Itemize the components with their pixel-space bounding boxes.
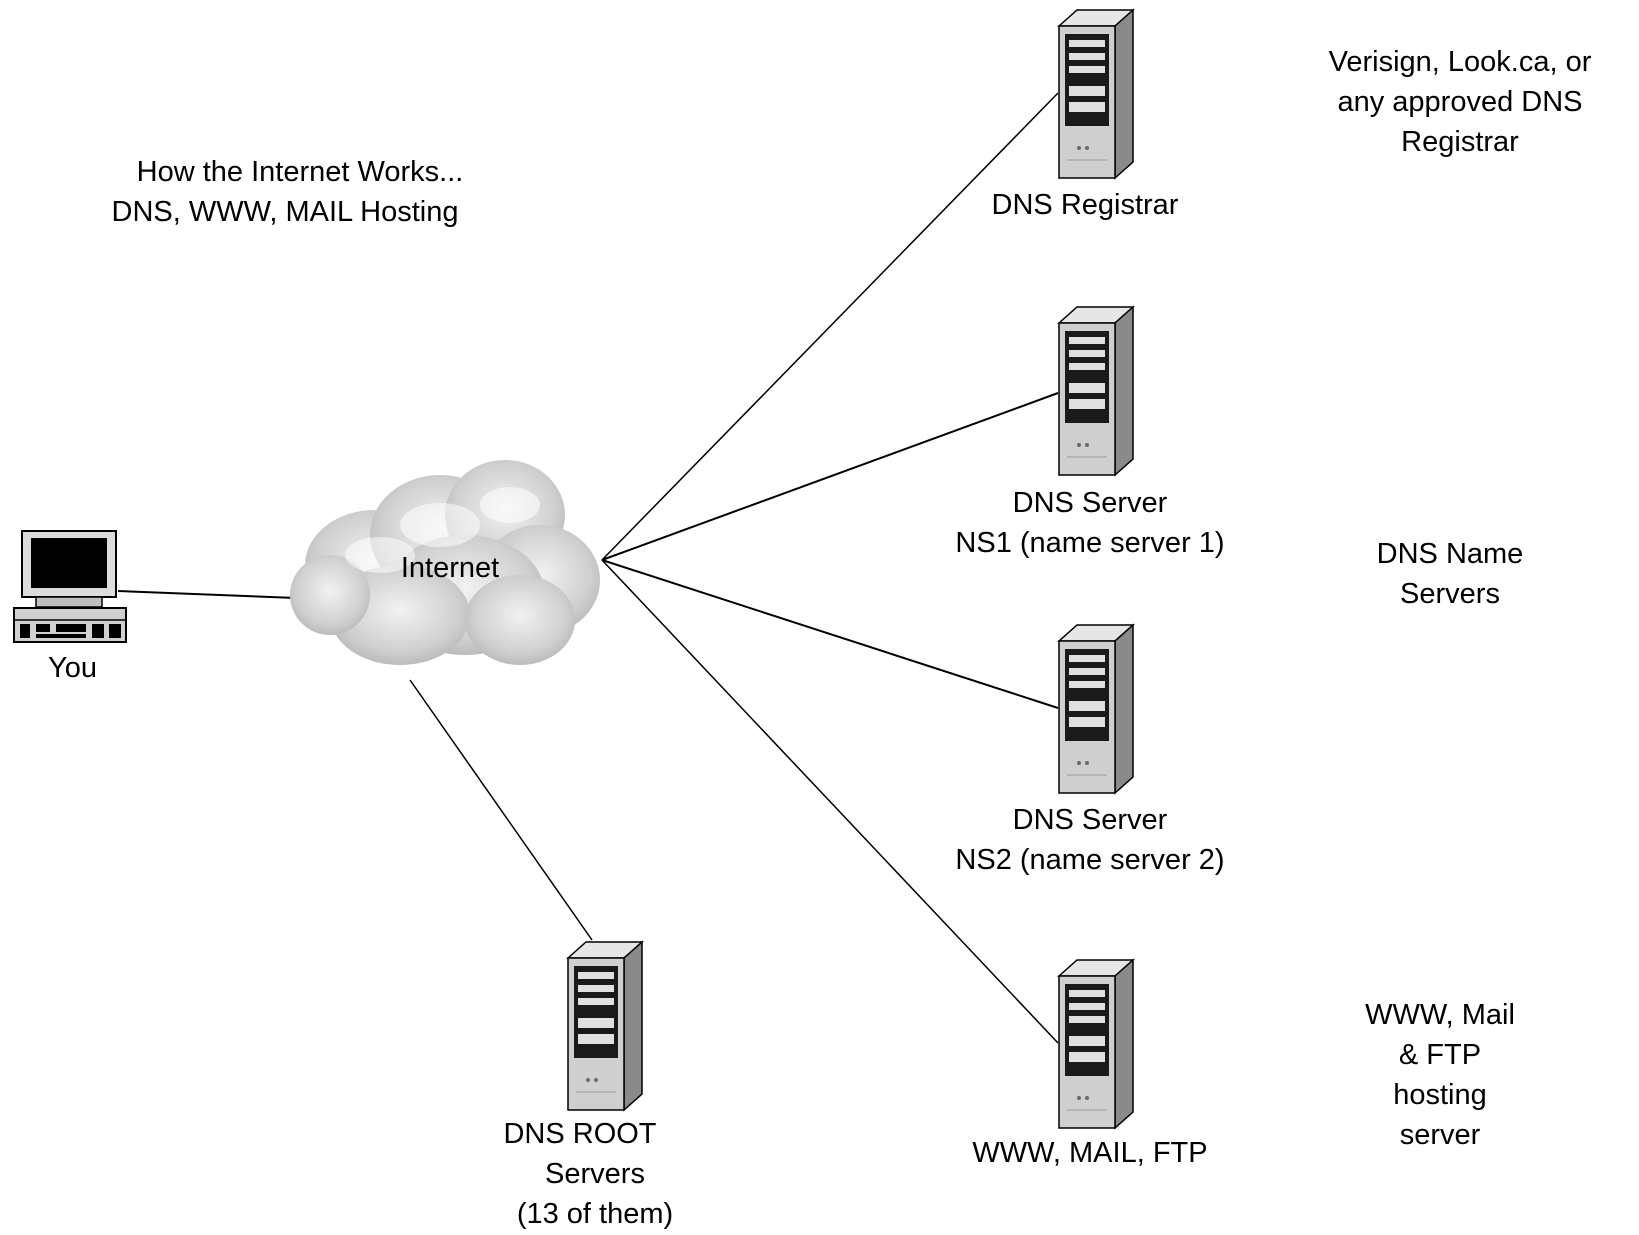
ns2-label: DNS Server NS2 (name server 2) <box>920 800 1260 880</box>
ns1-label-line-1: DNS Server <box>1012 487 1168 519</box>
root-label-line-3: (13 of them) <box>516 1198 674 1230</box>
diagram-title: How the Internet Works... DNS, WWW, MAIL… <box>70 152 500 232</box>
link-internet-root <box>409 679 593 941</box>
hosting-note-line-2: & FTP <box>1398 1039 1482 1071</box>
you-label: You <box>48 652 97 684</box>
root-server-icon <box>566 940 644 1112</box>
name-servers-note: DNS Name Servers <box>1340 534 1560 614</box>
hosting-label: WWW, MAIL, FTP <box>972 1137 1208 1169</box>
hosting-note-line-3: hosting <box>1393 1079 1487 1111</box>
hosting-note-line-4: server <box>1399 1119 1481 1151</box>
server-icon <box>1053 958 1135 1135</box>
registrar-note-line-3: Registrar <box>1401 126 1519 158</box>
name-servers-note-line-2: Servers <box>1400 578 1500 610</box>
root-label-line-1: DNS ROOT <box>503 1118 657 1150</box>
registrar-note: Verisign, Look.ca, or any approved DNS R… <box>1290 42 1630 162</box>
ns1-label: DNS Server NS1 (name server 1) <box>920 483 1260 563</box>
server-icon <box>562 940 644 1117</box>
link-internet-ns2 <box>601 559 1059 709</box>
ns2-server-icon <box>1057 623 1135 795</box>
name-servers-note-line-1: DNS Name <box>1376 538 1524 570</box>
registrar-server-icon <box>1057 8 1135 180</box>
internet-label: Internet <box>400 552 500 584</box>
root-label: DNS ROOT Servers (13 of them) <box>470 1114 720 1234</box>
registrar-note-line-1: Verisign, Look.ca, or <box>1328 46 1592 78</box>
server-icon <box>1053 623 1135 800</box>
link-internet-hosting <box>601 559 1059 1044</box>
computer-icon <box>13 530 127 643</box>
link-internet-registrar <box>601 92 1059 561</box>
internet-cloud-icon <box>290 460 600 665</box>
ns1-server-icon <box>1057 305 1135 477</box>
server-icon <box>1053 305 1135 482</box>
title-line-1: How the Internet Works... <box>136 156 464 188</box>
root-label-line-2: Servers <box>545 1158 645 1190</box>
ns1-label-line-2: NS1 (name server 1) <box>955 527 1225 559</box>
registrar-note-line-2: any approved DNS <box>1337 86 1583 118</box>
dns-registrar-label: DNS Registrar <box>991 189 1179 221</box>
hosting-note: WWW, Mail & FTP hosting server <box>1320 995 1560 1155</box>
link-you-internet <box>117 590 297 599</box>
hosting-server-icon <box>1057 958 1135 1130</box>
hosting-note-line-1: WWW, Mail <box>1365 999 1515 1031</box>
link-internet-ns1 <box>601 392 1059 561</box>
ns2-label-line-2: NS2 (name server 2) <box>955 844 1225 876</box>
title-line-2: DNS, WWW, MAIL Hosting <box>111 196 459 228</box>
ns2-label-line-1: DNS Server <box>1012 804 1168 836</box>
server-icon <box>1053 8 1135 185</box>
